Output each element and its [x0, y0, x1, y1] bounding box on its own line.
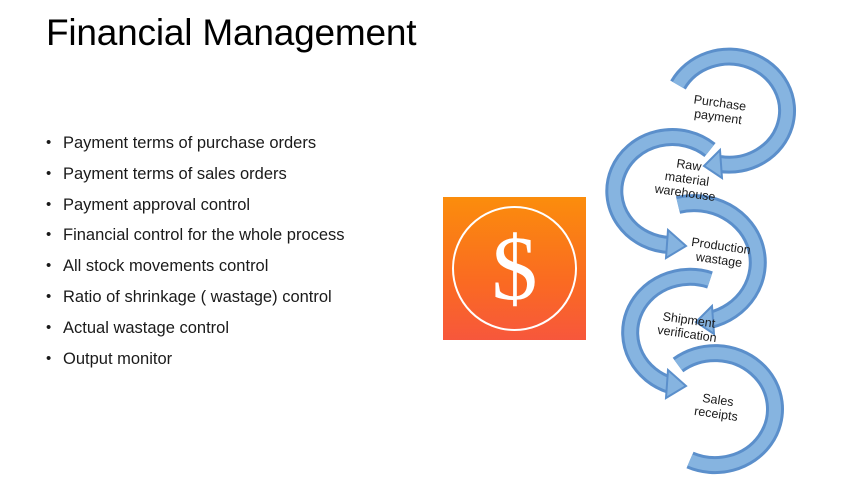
bullet-item: Ratio of shrinkage ( wastage) control: [46, 282, 345, 313]
dollar-circle: [452, 206, 577, 331]
bullet-item: Output monitor: [46, 344, 345, 375]
bullet-item: Payment approval control: [46, 190, 345, 221]
process-cycle-diagram: [605, 47, 797, 475]
dollar-icon: $: [443, 197, 586, 340]
bullet-item: Financial control for the whole process: [46, 220, 345, 251]
cycle-arrow-2: [605, 128, 716, 260]
cycle-arrow-4: [621, 267, 713, 400]
cycle-arrow-5: [672, 344, 784, 475]
bullet-item: Payment terms of sales orders: [46, 159, 345, 190]
cycle-arrow-1: [670, 47, 797, 180]
bullet-item: Payment terms of purchase orders: [46, 128, 345, 159]
bullet-item: All stock movements control: [46, 251, 345, 282]
bullet-item: Actual wastage control: [46, 313, 345, 344]
dollar-sign: $: [491, 217, 538, 319]
cycle-arrow-3: [675, 194, 767, 336]
slide-title: Financial Management: [46, 12, 417, 53]
bullet-list: Payment terms of purchase orders Payment…: [46, 128, 345, 374]
